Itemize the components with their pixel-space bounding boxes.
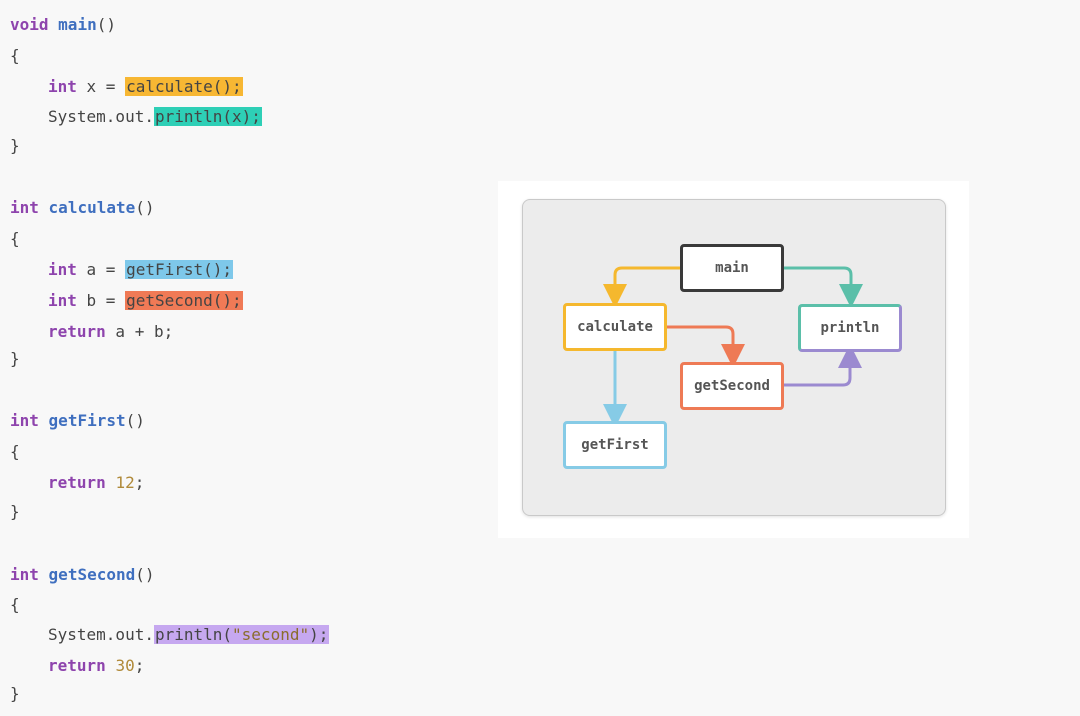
node-calculate: calculate <box>563 303 667 351</box>
code-line: int x = calculate(); <box>48 76 243 98</box>
number-literal: 12 <box>115 473 135 492</box>
call-diagram: main calculate println getSecond getFirs… <box>498 181 969 538</box>
keyword: int <box>48 291 77 310</box>
code-text: println( <box>154 625 233 644</box>
node-getfirst: getFirst <box>563 421 667 469</box>
keyword: return <box>48 473 106 492</box>
string-literal: "second" <box>232 625 310 644</box>
calculate-signature: int calculate() <box>10 197 155 219</box>
code-text: a + b; <box>105 322 174 341</box>
arrow-main-to-calculate <box>603 266 680 308</box>
function-name: calculate <box>48 198 136 217</box>
code-text: System.out. <box>48 625 154 644</box>
code-text: a = <box>76 260 126 279</box>
keyword: int <box>48 260 77 279</box>
keyword: void <box>10 15 49 34</box>
code-line: System.out.println("second"); <box>48 624 330 646</box>
node-println: println <box>798 304 902 352</box>
node-getsecond: getSecond <box>680 362 784 410</box>
keyword: int <box>10 565 39 584</box>
function-name: main <box>58 15 97 34</box>
highlight-println-second: println("second"); <box>153 625 330 644</box>
highlight-getfirst-call: getFirst(); <box>125 260 234 279</box>
diagram-arrows <box>603 266 863 428</box>
arrow-calculate-to-getsecond <box>666 325 745 368</box>
keyword: int <box>10 411 39 430</box>
brace-close: } <box>10 502 20 521</box>
code-text: ); <box>309 625 329 644</box>
number-literal: 30 <box>115 656 135 675</box>
code-line: return a + b; <box>48 321 173 343</box>
arrow-main-to-println <box>784 266 863 308</box>
highlight-calculate-call: calculate(); <box>125 77 243 96</box>
params: () <box>135 198 155 217</box>
main-signature: void main() <box>10 14 116 36</box>
highlight-println-call: println(x); <box>153 107 262 126</box>
highlight-getsecond-call: getSecond(); <box>125 291 243 310</box>
params: () <box>125 411 145 430</box>
code-line: return 30; <box>48 655 144 677</box>
keyword: return <box>48 656 106 675</box>
code-line: return 12; <box>48 472 144 494</box>
brace-open: { <box>10 46 20 65</box>
code-text: ; <box>134 473 145 492</box>
getfirst-signature: int getFirst() <box>10 410 145 432</box>
keyword: return <box>48 322 106 341</box>
node-main: main <box>680 244 784 292</box>
function-name: getSecond <box>48 565 136 584</box>
code-line: int b = getSecond(); <box>48 290 243 312</box>
brace-open: { <box>10 595 20 614</box>
code-text: b = <box>76 291 126 310</box>
function-name: getFirst <box>48 411 126 430</box>
params: () <box>96 15 116 34</box>
brace-open: { <box>10 442 20 461</box>
code-text: ; <box>134 656 145 675</box>
code-text: System.out. <box>48 107 154 126</box>
code-line: System.out.println(x); <box>48 106 262 128</box>
code-line: int a = getFirst(); <box>48 259 234 281</box>
keyword: int <box>48 77 77 96</box>
brace-open: { <box>10 229 20 248</box>
arrow-getsecond-to-println <box>784 344 862 387</box>
code-text: x = <box>76 77 126 96</box>
brace-close: } <box>10 684 20 703</box>
getsecond-signature: int getSecond() <box>10 564 155 586</box>
brace-close: } <box>10 349 20 368</box>
keyword: int <box>10 198 39 217</box>
params: () <box>135 565 155 584</box>
brace-close: } <box>10 136 20 155</box>
